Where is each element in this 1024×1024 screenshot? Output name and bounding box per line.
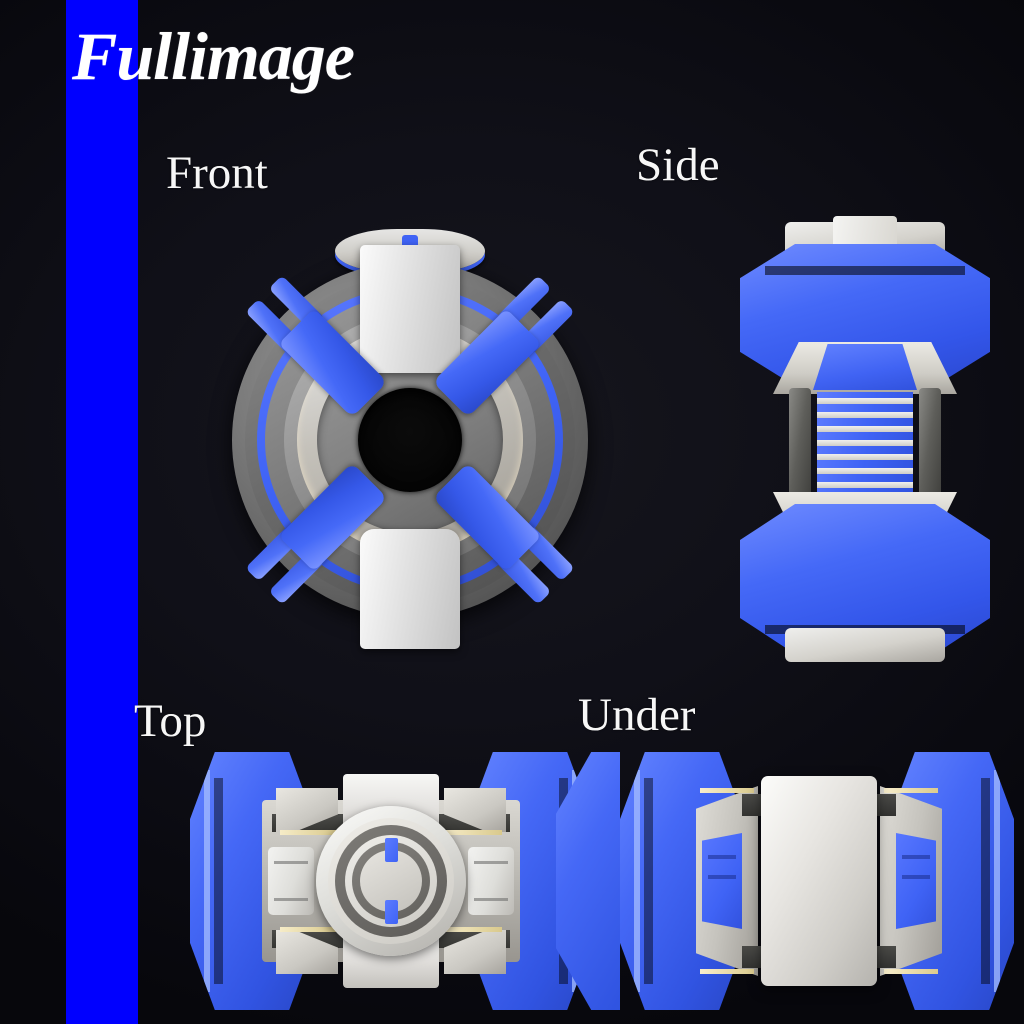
front-bottom-block — [360, 529, 460, 649]
top-gold-trim — [446, 830, 502, 835]
top-view-render — [190, 752, 592, 1010]
side-plate-groove — [765, 266, 965, 275]
front-top-block — [360, 245, 460, 373]
view-label-top: Top — [134, 695, 207, 747]
under-center-block — [761, 776, 877, 986]
side-column-left — [789, 388, 811, 514]
front-view-render — [210, 215, 610, 665]
view-label-front: Front — [166, 147, 268, 199]
side-view-render — [740, 216, 990, 662]
top-gold-trim — [280, 830, 336, 835]
under-gold-trim — [884, 788, 938, 793]
page-title: Fullimage — [72, 18, 355, 94]
top-hub-tick-upper — [385, 838, 398, 862]
view-label-side: Side — [636, 139, 720, 191]
under-gold-trim — [700, 969, 754, 974]
under-view-render — [556, 752, 1014, 1010]
under-accent-inset-right — [896, 833, 936, 929]
under-chassis — [696, 772, 942, 990]
top-side-pad-right — [468, 847, 514, 915]
under-gold-trim — [884, 969, 938, 974]
under-gold-trim — [700, 788, 754, 793]
top-hub — [316, 806, 466, 956]
top-gold-trim — [446, 927, 502, 932]
top-side-pad-left — [268, 847, 314, 915]
view-label-under: Under — [578, 689, 696, 741]
side-bottom-cap — [785, 628, 945, 662]
top-gold-trim — [280, 927, 336, 932]
front-center-bore — [358, 388, 462, 492]
side-column-right — [919, 388, 941, 514]
top-hub-tick-lower — [385, 900, 398, 924]
side-upper-shoulder-accent — [813, 344, 917, 390]
accent-bar — [66, 0, 138, 1024]
top-chassis — [262, 774, 520, 988]
under-accent-inset-left — [702, 833, 742, 929]
